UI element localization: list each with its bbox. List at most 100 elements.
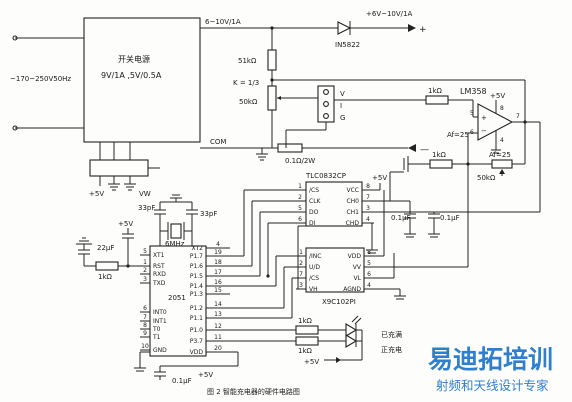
mcu-left-pin-3: TXD [152, 280, 166, 287]
ac-input-label: ~170~250V50Hz [10, 75, 71, 83]
opamp-pin5: 5 [470, 110, 474, 117]
mcu-2051 [149, 245, 207, 357]
led-full-icon [345, 323, 358, 337]
mcu-plus5: +5V [118, 220, 133, 228]
adc-supply: +5V [372, 174, 387, 182]
mcu-left-num-6: 8 [143, 322, 147, 329]
res-51k [267, 49, 277, 71]
adc-right-pin-3: CHD [346, 220, 360, 227]
pot-right-num-0: 8 [367, 249, 371, 256]
opamp-pin8: 8 [500, 105, 504, 112]
psu-box [83, 17, 201, 143]
adc-left-num-2: 5 [298, 205, 302, 212]
k-ratio: K = 1/3 [233, 79, 259, 87]
watermark-sub: 射频和天线设计专家 [436, 378, 549, 393]
res-51k-label: 51kΩ [238, 57, 257, 65]
mcu-right-pin-2: P1.6 [190, 263, 203, 270]
adc-right-num-3: 4 [366, 216, 370, 223]
led-full-label: 已充满 [381, 330, 402, 339]
pot-left-num-0: 1 [299, 249, 303, 256]
adc-tlc0832 [305, 181, 363, 227]
mcu-left-num-3: 3 [143, 276, 147, 283]
mcu-left-num-0: 5 [143, 248, 147, 255]
adc-right-num-0: 8 [366, 183, 370, 190]
pot-50k-label: 50kΩ [239, 98, 258, 106]
adc-left-pin-1: CLK [309, 198, 322, 205]
res-1k-reset [95, 261, 119, 271]
mcu-right-num-5: 15 [214, 287, 222, 294]
mcu-left-pin-5: INT1 [153, 318, 167, 325]
opamp-pin7: 7 [516, 113, 520, 120]
opamp-pin4: 4 [500, 137, 504, 144]
pot-right-pin-0: VDD [348, 253, 362, 260]
cap-33b-label: 33pF [200, 210, 217, 218]
pot-left-num-3: 3 [299, 282, 303, 289]
diode-symbol [337, 21, 352, 35]
pot-left-pin-1: U/D [309, 264, 320, 271]
pot-right-pin-3: AGND [343, 286, 361, 293]
cap-22u-label: 22μF [97, 244, 114, 252]
opamp-supply: +5V [490, 92, 505, 100]
pot-right-pin-1: VV [353, 264, 362, 271]
mcu-right-num-9: 11 [214, 334, 222, 341]
opamp-plus: + [481, 114, 487, 122]
adc-right-pin-0: VCC [347, 187, 359, 194]
bottom-plus5: +5V [198, 371, 213, 379]
mcu-left-pin-1: RST [153, 263, 165, 270]
mcu-right-num-0: 4 [216, 241, 220, 248]
mcu-right-num-8: 12 [214, 323, 222, 330]
opamp-name: LM358 [460, 87, 487, 96]
psu-connector [89, 159, 149, 177]
led-res2-label: 1kΩ [298, 347, 313, 355]
res-1k-reset-label: 1kΩ [98, 273, 113, 281]
pot-50k [267, 85, 277, 111]
adc-right-pin-2: CH1 [346, 209, 359, 216]
mcu-right-pin-9: P3.7 [190, 338, 203, 345]
pot-50k-b [491, 159, 513, 169]
pot-ic-x9c102 [305, 247, 365, 293]
figure-caption: 图 2 智能充电器的硬件电路图 [207, 387, 300, 396]
led-charging-label: 正充电 [381, 345, 402, 354]
adc-right-num-1: 7 [366, 194, 370, 201]
led-plus5: +5V [304, 358, 319, 366]
pot-50k-b-label: 50kΩ [477, 174, 496, 182]
res-1k-opamp [425, 95, 449, 105]
crystal-label: 6MHz [165, 240, 185, 248]
cap-33a-label: 33pF [138, 204, 155, 212]
adc-left-pin-0: /CS [309, 187, 319, 194]
mcu-left-num-5: 7 [143, 314, 147, 321]
adc-name: TLC0832CP [305, 172, 346, 180]
mcu-right-num-6: 14 [214, 301, 222, 308]
res-1k-b-label: 1kΩ [432, 151, 447, 159]
relay-block [317, 85, 335, 123]
mcu-right-num-7: 13 [214, 311, 222, 318]
adc-left-pin-2: DO [309, 209, 319, 216]
mcu-right-pin-7: P1.1 [190, 315, 203, 322]
led-charging-icon [345, 334, 358, 348]
af2-label: Af=25 [489, 151, 511, 159]
watermark-brand: 易迪拓培训 [428, 345, 553, 374]
res-led-2 [295, 336, 319, 346]
mcu-right-num-10: 20 [214, 345, 222, 352]
crystal-6mhz [170, 223, 182, 239]
psu-com: COM [210, 138, 226, 146]
mcu-right-pin-4: P1.4 [190, 283, 203, 290]
res-1k-b [429, 159, 453, 169]
pot-left-pin-2: /CS [309, 275, 319, 282]
shunt-resistor [277, 143, 303, 153]
relay-v: V [340, 90, 345, 98]
mcu-left-num-2: 2 [143, 267, 147, 274]
mcu-right-num-1: 19 [214, 249, 222, 256]
adc-right-pin-1: CH0 [346, 198, 359, 205]
pot-left-pin-0: /INC [309, 253, 321, 260]
mcu-right-pin-0: XT2 [192, 245, 204, 252]
opamp-minus: − [481, 127, 487, 135]
mcu-left-num-7: 9 [143, 330, 147, 337]
pot-right-num-1: 5 [367, 260, 371, 267]
mcu-left-pin-4: INT0 [153, 309, 167, 316]
psu-title: 开关电源 [118, 54, 150, 64]
mcu-right-num-3: 17 [214, 269, 222, 276]
output-voltage: +6V~10V/1A [366, 10, 412, 18]
psu-out-label: 6~10V/1A [205, 18, 241, 26]
